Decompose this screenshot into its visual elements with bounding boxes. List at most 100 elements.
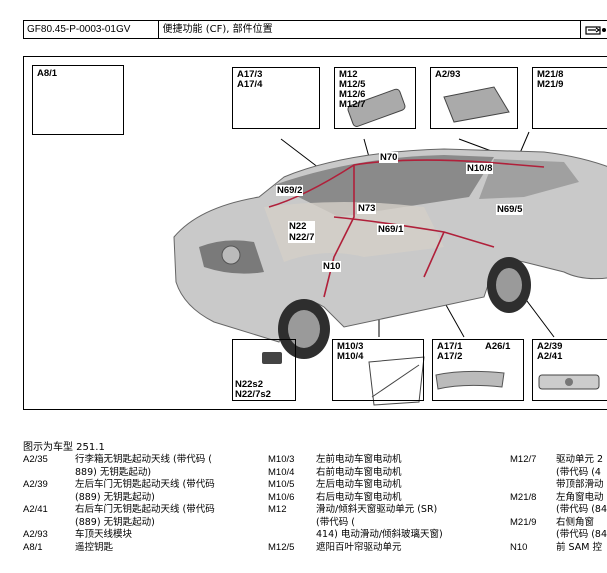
box-m21: M21/8 M21/9 (532, 67, 607, 129)
legend-description-line: 前 SAM 控 (556, 541, 602, 553)
legend-description-line: 右后车门无钥匙起动天线 (带代码 (75, 504, 215, 515)
box-a2-93: A2/93 (430, 67, 518, 129)
legend-description: 滑动/倾斜天窗驱动单元 (SR)(带代码 (414) 电动滑动/倾斜玻璃天窗) (316, 504, 500, 542)
car-illustration (173, 148, 607, 359)
roof-antenna-icon (443, 86, 510, 123)
legend-column-1: A2/35 行李箱无钥匙起动天线 (带代码 (889) 无钥匙起动) A2/39 左后… (23, 454, 253, 554)
legend-description: 遥控钥匙 (75, 542, 253, 555)
callout-n73: N73 (357, 203, 377, 214)
legend-item: M12 滑动/倾斜天窗驱动单元 (SR)(带代码 (414) 电动滑动/倾斜玻璃天… (268, 504, 500, 542)
legend-item: A8/1 遥控钥匙 (23, 542, 253, 555)
legend-description: 遮阳百叶帘驱动单元 (316, 542, 500, 555)
legend-description: 左后车门无钥匙起动天线 (带代码(889) 无钥匙起动) (75, 479, 253, 504)
callout-n10: N10 (322, 261, 342, 272)
legend-code: M10/6 (268, 491, 295, 503)
box-a8-1: A8/1 (32, 65, 124, 135)
legend-description-line: 行李箱无钥匙起动天线 (带代码 ( (75, 454, 212, 465)
window-motor-icon (368, 356, 425, 406)
label-a17-3: A17/3 A17/4 (237, 69, 263, 90)
legend-description-line: 右侧角窗 (556, 516, 595, 528)
legend-description-line: (带代码 ( (316, 516, 355, 528)
legend-description-line: 车顶天线模块 (75, 529, 133, 540)
legend-code: M10/4 (268, 466, 295, 478)
legend-code: A2/35 (23, 454, 48, 465)
component-location-figure: A8/1 A17/3 A17/4 M12 M12/5 M12/6 M12/7 A… (23, 56, 607, 410)
legend-description: 左后电动车窗电动机 (316, 479, 500, 492)
legend-description-line: 遥控钥匙 (75, 541, 114, 553)
legend-description-line: (带代码 (84 (556, 504, 607, 515)
document-header: GF80.45-P-0003-01GV 便捷功能 (CF), 部件位置 (23, 20, 607, 39)
document-id: GF80.45-P-0003-01GV (24, 21, 159, 38)
legend-description-line: 左后车门无钥匙起动天线 (带代码 (75, 479, 215, 490)
legend-item: A2/35 行李箱无钥匙起动天线 (带代码 (889) 无钥匙起动) (23, 454, 253, 479)
callout-n10-8: N10/8 (466, 163, 494, 174)
legend-code: M12/7 (510, 454, 537, 465)
legend-code: M10/5 (268, 479, 295, 490)
switch-icon (262, 352, 282, 364)
legend-item: M10/6 右后电动车窗电动机 (268, 492, 500, 505)
callout-n69-1: N69/1 (377, 224, 405, 235)
legend-description-line: 414) 电动滑动/倾斜玻璃天窗) (316, 529, 443, 540)
legend-description: 右侧角窗(带代码 (84 (556, 517, 607, 542)
legend-description: 右后电动车窗电动机 (316, 492, 500, 505)
label-m10: M10/3 M10/4 (337, 341, 364, 362)
legend-code: M12 (268, 504, 287, 515)
box-a17-1: A17/1 A17/2 A26/1 (432, 339, 524, 401)
legend-description-line: 滑动/倾斜天窗驱动单元 (SR) (316, 504, 438, 515)
box-a17-3: A17/3 A17/4 (232, 67, 320, 129)
box-m12: M12 M12/5 M12/6 M12/7 (334, 67, 416, 129)
legend-description-line: 左前电动车窗电动机 (316, 454, 402, 465)
legend-description-line: 右后电动车窗电动机 (316, 491, 402, 503)
legend-code: N10 (510, 541, 528, 553)
legend-item: A2/41 右后车门无钥匙起动天线 (带代码(889) 无钥匙起动) (23, 504, 253, 529)
legend-item: M12/5 遮阳百叶帘驱动单元 (268, 542, 500, 555)
label-m21: M21/8 M21/9 (537, 69, 564, 90)
legend-description-line: (带代码 (84 (556, 529, 607, 540)
legend-description-line: 遮阳百叶帘驱动单元 (316, 541, 402, 553)
callout-n70: N70 (379, 152, 399, 163)
callout-n69-2: N69/2 (276, 185, 304, 196)
figure-drawing (43, 85, 607, 406)
legend-code: M21/9 (510, 516, 537, 528)
legend-description: 左角窗电动(带代码 (84 (556, 492, 607, 517)
legend-description: 右前电动车窗电动机 (316, 467, 500, 480)
legend-code: A2/41 (23, 504, 48, 515)
label-a2-39: A2/39 A2/41 (537, 341, 563, 362)
legend-description-line: 左后电动车窗电动机 (316, 479, 402, 490)
legend-item: M10/5 左后电动车窗电动机 (268, 479, 500, 492)
legend-code: M12/5 (268, 541, 295, 553)
label-a2-93: A2/93 (435, 69, 461, 80)
callout-n22: N22 N22/7 (288, 221, 316, 243)
legend-description-line: (带代码 (4 (556, 466, 601, 478)
legend-code: A8/1 (23, 541, 43, 553)
label-a8-1: A8/1 (37, 68, 58, 79)
rear-antenna-icon (538, 374, 600, 390)
legend-description-line: 驱动单元 2 (556, 454, 604, 465)
legend-item: M10/4 右前电动车窗电动机 (268, 467, 500, 480)
legend-description: 前 SAM 控 (556, 542, 607, 555)
legend-item: N10 前 SAM 控 (510, 542, 607, 555)
legend-description-line: 889) 无钥匙起动) (75, 466, 152, 478)
box-m10: M10/3 M10/4 (332, 339, 424, 401)
print-icon[interactable] (585, 24, 607, 36)
legend-description-line: 左角窗电动 (556, 491, 604, 503)
legend-item: A2/93 车顶天线模块 (23, 529, 253, 542)
legend-description: 车顶天线模块 (75, 529, 253, 542)
print-icon-cell[interactable] (581, 21, 607, 38)
box-a2-39: A2/39 A2/41 (532, 339, 607, 401)
legend-item: M21/9 右侧角窗(带代码 (84 (510, 517, 607, 542)
label-n22s2: N22s2 N22/7s2 (235, 379, 271, 400)
box-n22s2: N22s2 N22/7s2 (232, 339, 296, 401)
document-title: 便捷功能 (CF), 部件位置 (159, 21, 581, 38)
legend-code: A2/39 (23, 479, 48, 490)
rear-door-handle-icon (435, 370, 505, 390)
legend-description-line: (889) 无钥匙起动) (75, 516, 155, 528)
legend-code: A2/93 (23, 529, 48, 540)
legend-description: 左前电动车窗电动机 (316, 454, 500, 467)
legend-description-line: 带顶部滑动 (556, 479, 604, 490)
